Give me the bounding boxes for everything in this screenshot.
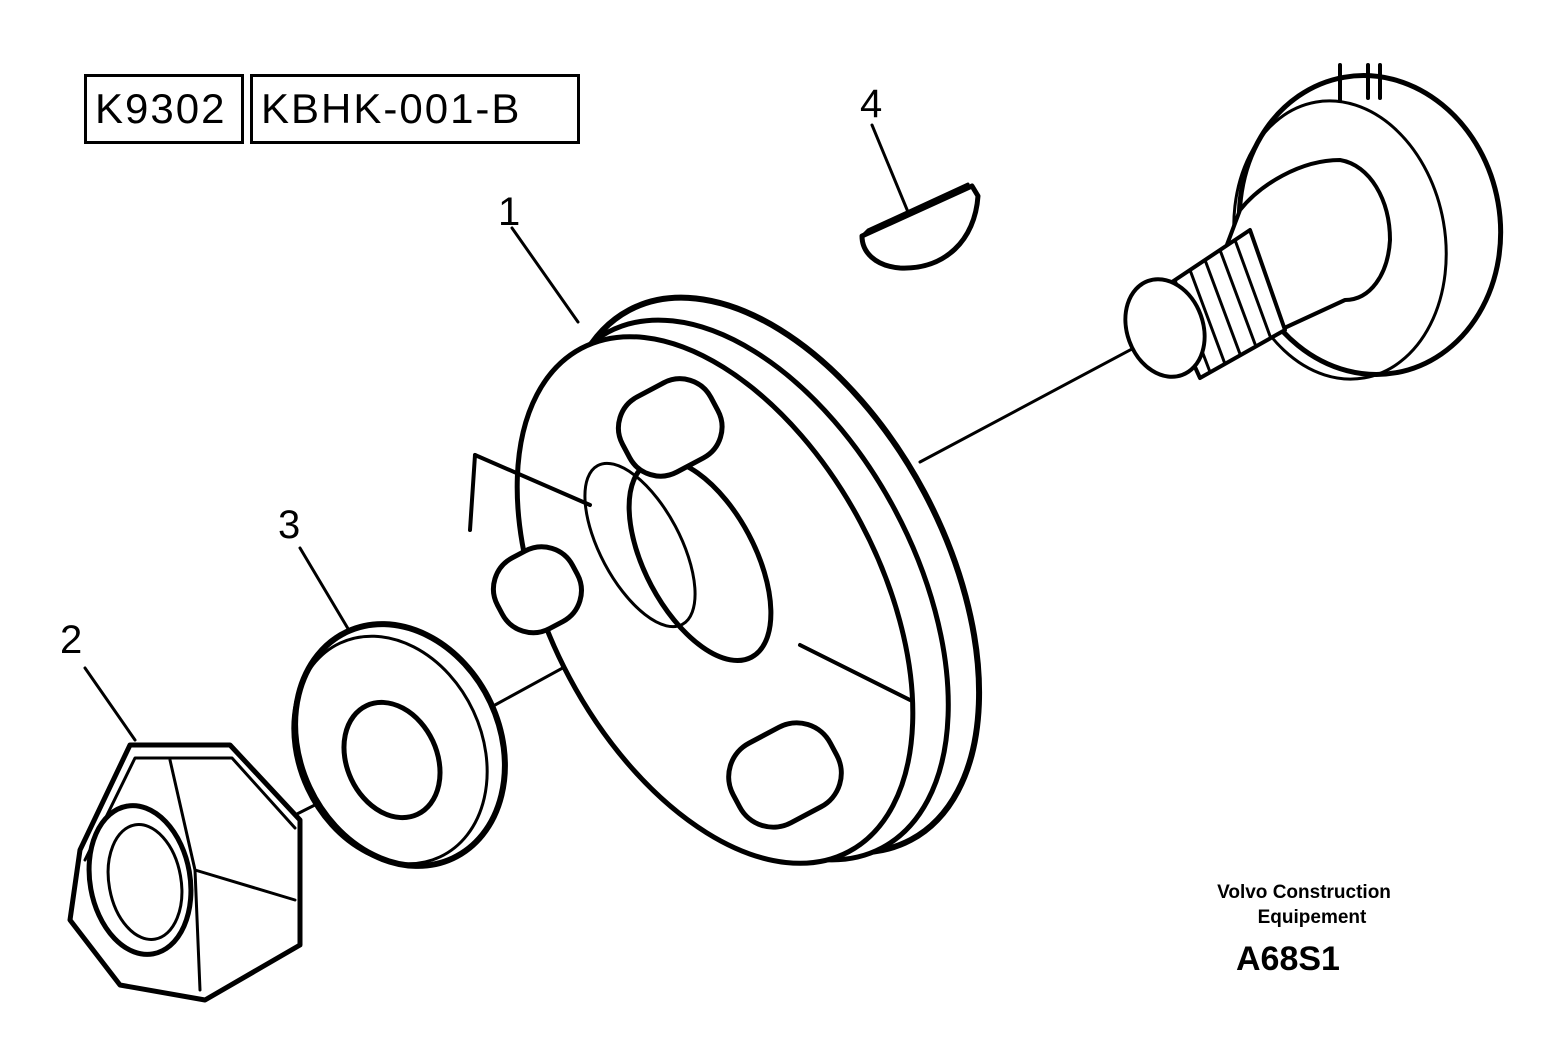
part-group-code: KBHK-001-B <box>261 85 522 132</box>
flanged-bolt-icon <box>1123 63 1504 381</box>
maker-line-2: Equipement <box>1257 907 1367 928</box>
drawing-reference: A68S1 <box>1236 940 1340 978</box>
drawing-code: K9302 <box>95 85 227 132</box>
part-group-code-box: KBHK-001-B <box>250 74 580 144</box>
leader-lines <box>83 123 910 742</box>
washer-icon <box>291 621 508 869</box>
woodruff-key-icon <box>859 182 981 271</box>
callout-part-1: 1 <box>498 190 521 234</box>
drawing-code-box: K9302 <box>84 74 244 144</box>
hex-nut-icon <box>67 742 303 1003</box>
callout-part-2: 2 <box>60 618 83 662</box>
callout-part-4: 4 <box>860 82 883 126</box>
maker-line-1: Volvo Construction <box>1217 882 1391 903</box>
flange-hub-icon <box>468 294 983 866</box>
callout-part-3: 3 <box>278 503 301 547</box>
